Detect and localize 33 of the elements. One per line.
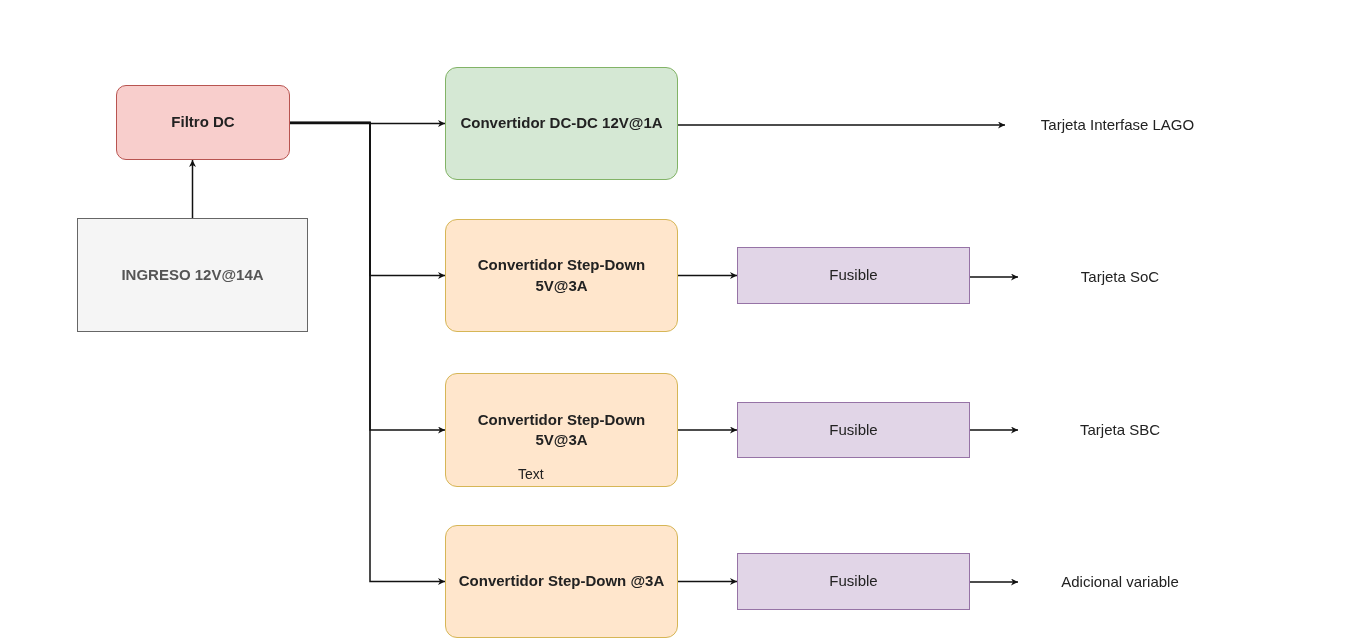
box-label: Convertidor Step-Down 5V@3A xyxy=(476,409,647,450)
arrow xyxy=(677,272,738,279)
converter-box xyxy=(445,67,678,180)
arrow xyxy=(677,578,738,585)
box-label: Fusible xyxy=(829,419,878,440)
box-label: Fusible xyxy=(829,571,878,592)
box-label: Filtro DC xyxy=(171,112,235,133)
input-box xyxy=(77,218,308,332)
filter-box xyxy=(116,85,290,160)
arrow xyxy=(969,426,1019,434)
fuse-box xyxy=(737,553,970,610)
box-label: Convertidor DC-DC 12V@1A xyxy=(460,113,663,134)
fuse-box xyxy=(737,247,970,304)
output-label: Tarjeta SBC xyxy=(1079,419,1160,440)
arrow xyxy=(289,121,446,585)
arrow xyxy=(969,578,1019,586)
box-label: Convertidor Step-Down 5V@3A xyxy=(476,255,647,296)
box-label: Convertidor Step-Down @3A xyxy=(458,571,665,592)
output-label: Tarjeta Interfase LAGO xyxy=(1040,114,1195,135)
arrow xyxy=(189,159,196,219)
arrow xyxy=(677,426,738,434)
arrow xyxy=(677,121,1006,129)
converter-box xyxy=(445,219,678,332)
output-label: Tarjeta SoC xyxy=(1080,266,1160,287)
arrow xyxy=(969,273,1019,281)
box-label: INGRESO 12V@14A xyxy=(121,264,264,285)
box-label: Fusible xyxy=(829,265,878,286)
fuse-box xyxy=(737,402,970,458)
converter-box xyxy=(445,373,678,487)
converter-box xyxy=(445,525,678,638)
output-label: Adicional variable xyxy=(1061,571,1179,592)
arrow xyxy=(289,120,446,127)
note-text: Text xyxy=(518,465,544,484)
